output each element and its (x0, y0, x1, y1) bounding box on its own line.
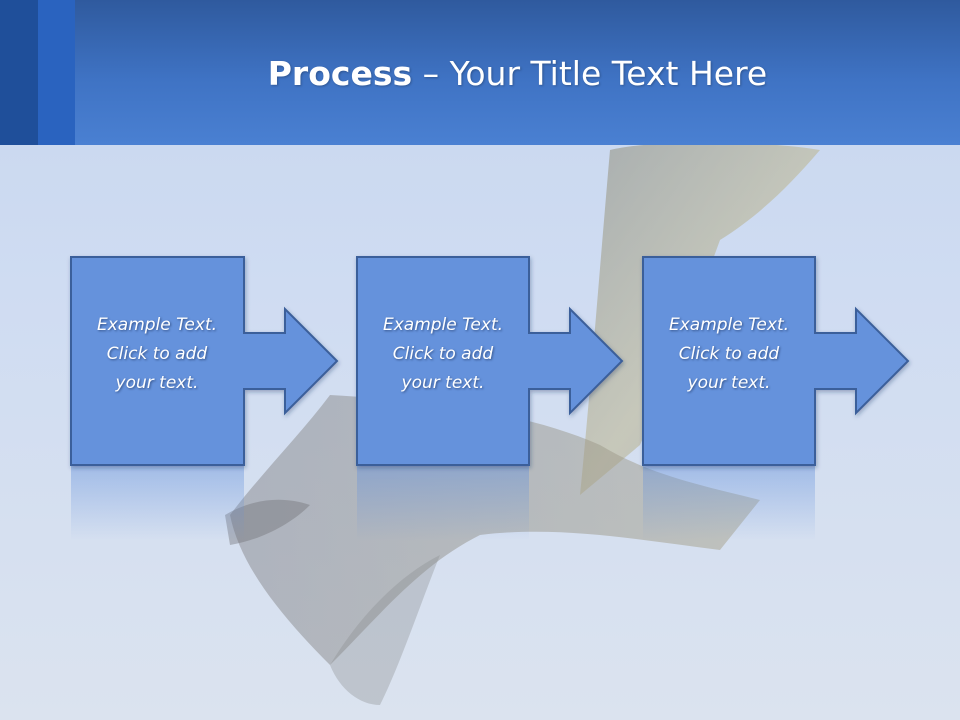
step-1-text[interactable]: Example Text. Click to add your text. (71, 311, 243, 398)
step-1-arrow-box[interactable] (70, 256, 339, 466)
step-3-reflection (643, 466, 815, 541)
banner-stripe-dark (0, 0, 38, 145)
step-2-line-3: your text. (401, 373, 485, 393)
step-1-line-3: your text. (115, 373, 199, 393)
step-2-text[interactable]: Example Text. Click to add your text. (357, 311, 529, 398)
step-1-reflection (71, 466, 244, 541)
step-2-line-2: Click to add (392, 344, 494, 364)
title-banner (0, 0, 960, 145)
step-1-line-2: Click to add (106, 344, 208, 364)
title-rest: – Your Title Text Here (412, 54, 768, 93)
step-3-line-1: Example Text. (668, 315, 790, 335)
step-3-text[interactable]: Example Text. Click to add your text. (643, 311, 815, 398)
step-3-line-2: Click to add (678, 344, 780, 364)
step-2-line-1: Example Text. (382, 315, 504, 335)
step-3-line-3: your text. (687, 373, 771, 393)
step-3-arrow-box[interactable] (642, 256, 910, 466)
step-2-arrow-box[interactable] (356, 256, 624, 466)
slide-title[interactable]: Process – Your Title Text Here (75, 50, 960, 98)
banner-stripe-light (38, 0, 75, 145)
step-1-line-1: Example Text. (96, 315, 218, 335)
title-bold: Process (267, 54, 413, 93)
step-2-reflection (357, 466, 529, 541)
